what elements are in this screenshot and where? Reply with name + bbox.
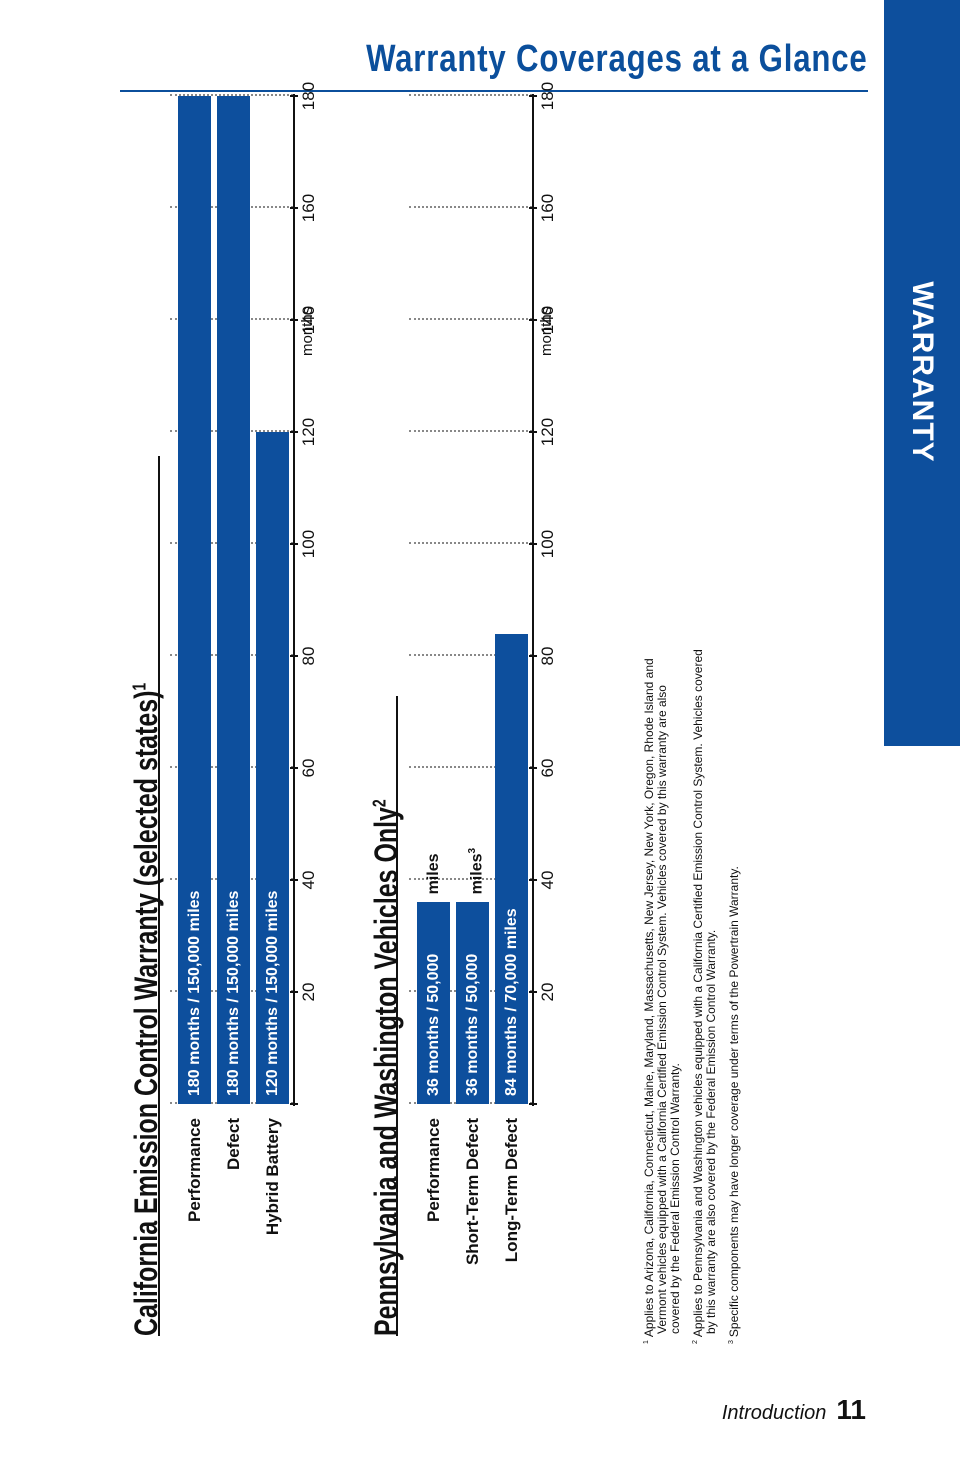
x-tick-label: 80 <box>538 646 557 666</box>
gridline <box>409 206 532 208</box>
x-tick-label: 20 <box>538 982 557 1002</box>
x-axis-tick <box>529 655 537 657</box>
section-rule-california <box>158 456 160 1336</box>
bar-label: 36 months / 50,000 <box>464 953 481 1096</box>
bar-label: 84 months / 70,000 miles <box>503 908 520 1096</box>
x-tick-label: 160 <box>538 193 557 223</box>
x-axis-tick <box>529 431 537 433</box>
footnotes: 1 Applies to Arizona, California, Connect… <box>640 644 748 1344</box>
category-label: Performance <box>185 1118 204 1222</box>
x-tick-label: 100 <box>538 529 557 559</box>
x-axis-tick <box>529 543 537 545</box>
bar-suffix-footnote-mark: 3 <box>467 847 478 854</box>
x-tick-label: 120 <box>299 417 318 447</box>
x-axis-tick <box>290 207 298 209</box>
x-axis-unit-label: months <box>538 306 555 356</box>
category-label: Short-Term Defect <box>463 1118 482 1266</box>
footnote-mark: 3 <box>728 1340 735 1344</box>
x-axis-tick <box>290 319 298 321</box>
x-axis-tick <box>290 431 298 433</box>
x-tick-label: 60 <box>299 758 318 778</box>
x-axis-tick <box>290 95 298 97</box>
x-axis-tick <box>529 879 537 881</box>
footnote-text: Applies to Pennsylvania and Washington v… <box>691 649 718 1338</box>
title-rule <box>120 90 868 92</box>
x-axis <box>532 94 534 1106</box>
x-tick-label: 160 <box>299 193 318 223</box>
x-axis-tick <box>290 543 298 545</box>
x-tick-label: 60 <box>538 758 557 778</box>
x-axis-tick <box>290 655 298 657</box>
x-tick-label: 180 <box>299 81 318 111</box>
category-label: Hybrid Battery <box>263 1118 282 1236</box>
x-tick-label: 180 <box>538 81 557 111</box>
x-axis-tick <box>529 991 537 993</box>
x-tick-label: 100 <box>299 529 318 559</box>
category-label: Long-Term Defect <box>502 1118 521 1263</box>
x-axis-unit-label: months <box>299 306 316 356</box>
bar-suffix: miles <box>424 853 444 894</box>
section-rule-pennsylvania <box>396 696 398 1336</box>
section-title-footnote-mark: 2 <box>369 799 390 808</box>
footnote: 1 Applies to Arizona, California, Connect… <box>640 644 682 1344</box>
x-axis <box>293 94 295 1106</box>
bar-label: 180 months / 150,000 miles <box>186 890 203 1096</box>
page-number: 11 <box>836 1394 866 1425</box>
bar-label: 120 months / 150,000 miles <box>264 890 281 1096</box>
x-tick-label: 40 <box>299 870 318 890</box>
footnote: 2 Applies to Pennsylvania and Washington … <box>689 644 718 1344</box>
x-axis-tick <box>529 1103 537 1105</box>
footer-section-name: Introduction <box>721 1402 827 1424</box>
gridline <box>409 318 532 320</box>
gridline <box>409 94 532 96</box>
footnote-mark: 2 <box>692 1340 699 1344</box>
side-tab <box>884 0 960 746</box>
footnote: 3 Specific components may have longer cov… <box>725 644 741 1344</box>
x-axis-tick <box>529 319 537 321</box>
x-tick-label: 80 <box>299 646 318 666</box>
bar-suffix-text: miles <box>468 853 486 895</box>
x-tick-label: 40 <box>538 870 557 890</box>
x-axis-tick <box>290 1103 298 1105</box>
gridline <box>409 430 532 432</box>
section-title-footnote-mark: 1 <box>129 682 150 691</box>
x-axis-tick <box>529 207 537 209</box>
x-axis-tick <box>529 95 537 97</box>
x-axis-tick <box>290 879 298 881</box>
section-title-text: Pennsylvania and Washington Vehicles Onl… <box>368 807 404 1336</box>
bar-suffix-text: miles <box>425 853 442 895</box>
x-axis-tick <box>290 991 298 993</box>
gridline <box>409 542 532 544</box>
page-footer: Introduction 11 <box>722 1394 866 1426</box>
x-tick-label: 120 <box>538 417 557 447</box>
footnote-mark: 1 <box>643 1340 650 1344</box>
category-label: Defect <box>224 1118 243 1170</box>
page-title: Warranty Coverages at a Glance <box>366 38 868 80</box>
x-axis-tick <box>529 767 537 769</box>
bar-label: 180 months / 150,000 miles <box>225 890 242 1096</box>
x-tick-label: 20 <box>299 982 318 1002</box>
bar-label: 36 months / 50,000 <box>425 953 442 1096</box>
footnote-text: Applies to Arizona, California, Connecti… <box>642 658 682 1338</box>
bar-suffix: miles3 <box>463 848 487 894</box>
category-label: Performance <box>424 1118 443 1222</box>
footnote-text: Specific components may have longer cove… <box>727 866 741 1338</box>
x-axis-tick <box>290 767 298 769</box>
